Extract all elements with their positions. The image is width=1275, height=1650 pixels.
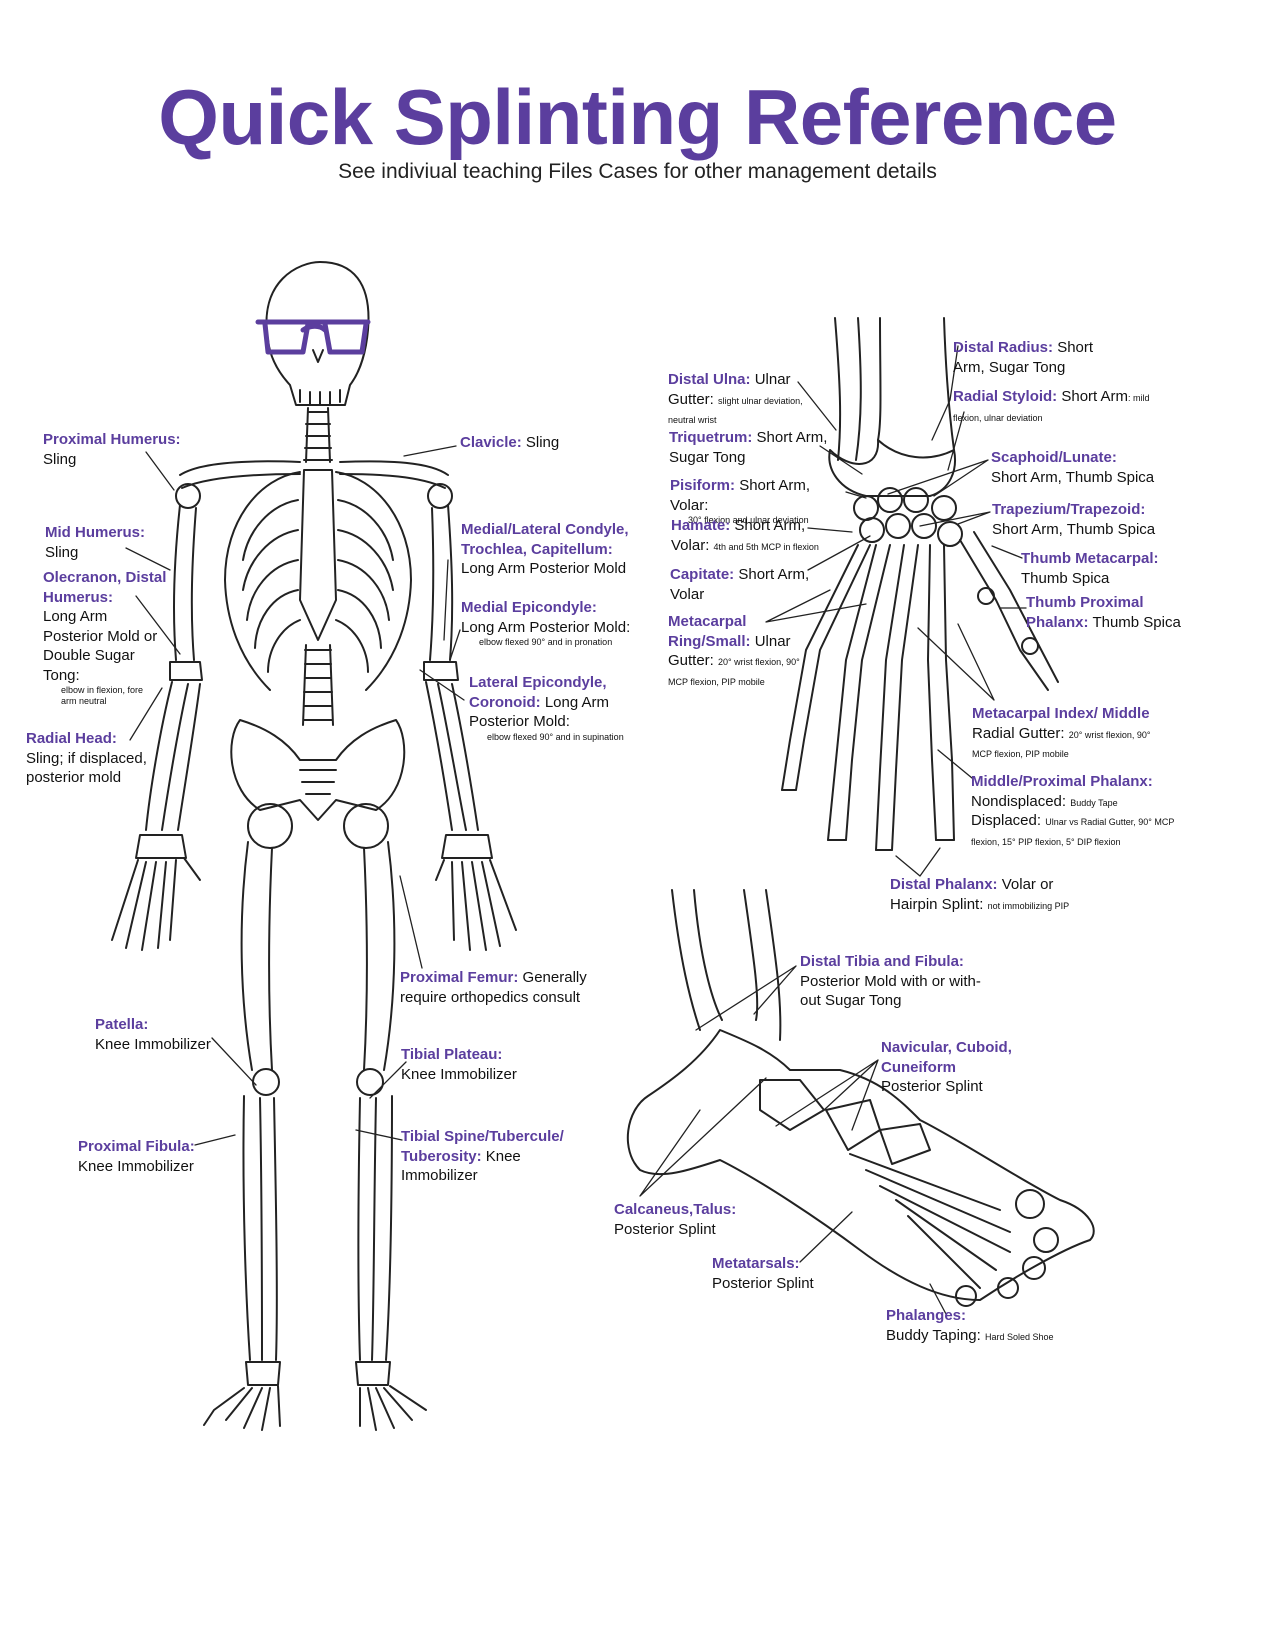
label-metatarsals-head: Metatarsals: bbox=[712, 1255, 800, 1272]
label-distal-phalanx-head: Distal Phalanx: bbox=[890, 876, 998, 893]
label-calcaneus: Calcaneus,Talus: Posterior Splint bbox=[614, 1200, 754, 1239]
label-distal-tibia: Distal Tibia and Fibula: Posterior Mold … bbox=[800, 952, 995, 1011]
label-metatarsals-text: Posterior Splint bbox=[712, 1275, 814, 1292]
label-proximal-femur-head: Proximal Femur: bbox=[400, 969, 518, 986]
label-phalanges-note: Hard Soled Shoe bbox=[985, 1332, 1054, 1342]
label-thumb-metacarpal: Thumb Metacarpal: Thumb Spica bbox=[1021, 549, 1191, 588]
label-distal-phalanx: Distal Phalanx: Volar or Hairpin Splint:… bbox=[890, 875, 1100, 914]
label-proximal-fibula-head: Proximal Fibula: bbox=[78, 1138, 195, 1155]
label-medial-epicondyle-text: Long Arm Posterior Mold: bbox=[461, 619, 630, 636]
label-phalanges: Phalanges: Buddy Taping: Hard Soled Shoe bbox=[886, 1306, 1086, 1345]
label-lateral-epicondyle-note: elbow flexed 90° and in supination bbox=[469, 732, 634, 743]
label-thumb-phalanx: Thumb Proximal Phalanx: Thumb Spica bbox=[1026, 593, 1196, 632]
label-trapezium-text: Short Arm, Thumb Spica bbox=[992, 521, 1155, 538]
label-trapezium: Trapezium/Trapezoid: Short Arm, Thumb Sp… bbox=[992, 500, 1192, 539]
label-clavicle-text: Sling bbox=[526, 434, 559, 451]
label-condyle: Medial/Lateral Condyle, Trochlea, Capite… bbox=[461, 520, 631, 579]
label-pisiform-head: Pisiform: bbox=[670, 477, 735, 494]
label-thumb-phalanx-text: Thumb Spica bbox=[1092, 614, 1180, 631]
label-medial-epicondyle-head: Medial Epicondyle: bbox=[461, 599, 597, 616]
label-tibial-plateau-text: Knee Immobilizer bbox=[401, 1066, 517, 1083]
label-metacarpal-index: Metacarpal Index/ Middle Radial Gutter: … bbox=[972, 704, 1172, 763]
label-hamate-note: 4th and 5th MCP in flexion bbox=[714, 542, 819, 552]
label-olecranon-note: elbow in flexion, fore arm neutral bbox=[43, 685, 153, 707]
label-mid-humerus: Mid Humerus: Sling bbox=[45, 523, 175, 562]
label-mid-humerus-head: Mid Humerus: bbox=[45, 524, 145, 541]
label-triquetrum: Triquetrum: Short Arm, Sugar Tong bbox=[669, 428, 829, 467]
label-condyle-text: Long Arm Posterior Mold bbox=[461, 560, 626, 577]
label-radial-head: Radial Head: Sling; if displaced, poster… bbox=[26, 729, 156, 788]
label-olecranon: Olecranon, Distal Humerus: Long Arm Post… bbox=[43, 568, 168, 707]
label-middle-phalanx-text2: Displaced: bbox=[971, 812, 1041, 829]
label-calcaneus-head: Calcaneus,Talus: bbox=[614, 1201, 736, 1218]
label-mid-humerus-text: Sling bbox=[45, 544, 78, 561]
label-lateral-epicondyle: Lateral Epicondyle, Coronoid: Long Arm P… bbox=[469, 673, 634, 743]
label-trapezium-head: Trapezium/Trapezoid: bbox=[992, 501, 1145, 518]
label-tibial-plateau-head: Tibial Plateau: bbox=[401, 1046, 502, 1063]
label-patella-text: Knee Immobilizer bbox=[95, 1036, 211, 1053]
label-hamate-head: Hamate: bbox=[671, 517, 730, 534]
label-metatarsals: Metatarsals: Posterior Splint bbox=[712, 1254, 852, 1293]
label-radial-styloid: Radial Styloid: Short Arm: mild flexion,… bbox=[953, 387, 1153, 426]
label-triquetrum-head: Triquetrum: bbox=[669, 429, 752, 446]
label-scaphoid-text: Short Arm, Thumb Spica bbox=[991, 469, 1154, 486]
label-proximal-fibula-text: Knee Immobilizer bbox=[78, 1158, 194, 1175]
label-phalanges-head: Phalanges: bbox=[886, 1307, 966, 1324]
label-navicular-text: Posterior Splint bbox=[881, 1078, 983, 1095]
label-proximal-femur: Proximal Femur: Generally require orthop… bbox=[400, 968, 600, 1007]
label-navicular: Navicular, Cuboid, Cuneiform Posterior S… bbox=[881, 1038, 1091, 1097]
label-middle-phalanx-head: Middle/Proximal Phalanx: bbox=[971, 773, 1153, 790]
label-tibial-spine: Tibial Spine/Tubercule/ Tuberosity: Knee… bbox=[401, 1127, 566, 1186]
label-metacarpal-ring: Metacarpal Ring/Small: Ulnar Gutter: 20°… bbox=[668, 612, 803, 690]
label-thumb-metacarpal-text: Thumb Spica bbox=[1021, 570, 1109, 587]
label-proximal-humerus-head: Proximal Humerus: bbox=[43, 431, 181, 448]
label-distal-tibia-head: Distal Tibia and Fibula: bbox=[800, 953, 964, 970]
label-metacarpal-index-head: Metacarpal Index/ Middle bbox=[972, 705, 1150, 722]
label-calcaneus-text: Posterior Splint bbox=[614, 1221, 716, 1238]
label-olecranon-head: Olecranon, Distal Humerus: bbox=[43, 569, 166, 606]
label-distal-radius-head: Distal Radius: bbox=[953, 339, 1053, 356]
label-middle-phalanx-text1: Nondisplaced: bbox=[971, 793, 1066, 810]
label-tibial-plateau: Tibial Plateau: Knee Immobilizer bbox=[401, 1045, 541, 1084]
label-medial-epicondyle-note: elbow flexed 90° and in pronation bbox=[461, 637, 631, 648]
label-medial-epicondyle: Medial Epicondyle: Long Arm Posterior Mo… bbox=[461, 598, 631, 648]
label-thumb-metacarpal-head: Thumb Metacarpal: bbox=[1021, 550, 1159, 567]
label-proximal-humerus: Proximal Humerus: Sling bbox=[43, 430, 193, 469]
label-middle-phalanx-note1: Buddy Tape bbox=[1070, 798, 1117, 808]
label-metacarpal-ring-head: Metacarpal Ring/Small: bbox=[668, 613, 751, 650]
label-radial-styloid-head: Radial Styloid: bbox=[953, 388, 1057, 405]
label-proximal-fibula: Proximal Fibula: Knee Immobilizer bbox=[78, 1137, 218, 1176]
label-navicular-head: Navicular, Cuboid, Cuneiform bbox=[881, 1039, 1012, 1076]
label-scaphoid: Scaphoid/Lunate: Short Arm, Thumb Spica bbox=[991, 448, 1191, 487]
label-phalanges-text: Buddy Taping: bbox=[886, 1327, 981, 1344]
label-distal-ulna: Distal Ulna: Ulnar Gutter: slight ulnar … bbox=[668, 370, 818, 429]
label-radial-head-text: Sling; if displaced, posterior mold bbox=[26, 750, 147, 787]
label-metacarpal-index-text: Radial Gutter: bbox=[972, 725, 1065, 742]
label-patella: Patella: Knee Immobilizer bbox=[95, 1015, 235, 1054]
label-capitate: Capitate: Short Arm, Volar bbox=[670, 565, 810, 604]
label-capitate-head: Capitate: bbox=[670, 566, 734, 583]
label-condyle-head: Medial/Lateral Condyle, Trochlea, Capite… bbox=[461, 521, 629, 558]
label-clavicle-head: Clavicle: bbox=[460, 434, 522, 451]
label-patella-head: Patella: bbox=[95, 1016, 148, 1033]
label-tibial-spine-head: Tibial Spine/Tubercule/ Tuberosity: bbox=[401, 1128, 564, 1165]
label-proximal-humerus-text: Sling bbox=[43, 451, 76, 468]
label-olecranon-text: Long Arm Posterior Mold or Double Sugar … bbox=[43, 608, 157, 684]
label-scaphoid-head: Scaphoid/Lunate: bbox=[991, 449, 1117, 466]
label-distal-radius: Distal Radius: Short Arm, Sugar Tong bbox=[953, 338, 1128, 377]
label-radial-styloid-text: Short Arm bbox=[1061, 388, 1128, 405]
label-middle-phalanx: Middle/Proximal Phalanx: Nondisplaced: B… bbox=[971, 772, 1176, 850]
label-distal-ulna-head: Distal Ulna: bbox=[668, 371, 751, 388]
label-clavicle: Clavicle: Sling bbox=[460, 433, 600, 453]
label-radial-head-head: Radial Head: bbox=[26, 730, 117, 747]
label-distal-tibia-text: Posterior Mold with or with- out Sugar T… bbox=[800, 973, 981, 1010]
label-distal-phalanx-note: not immobilizing PIP bbox=[988, 901, 1070, 911]
label-hamate: Hamate: Short Arm, Volar: 4th and 5th MC… bbox=[671, 516, 826, 555]
